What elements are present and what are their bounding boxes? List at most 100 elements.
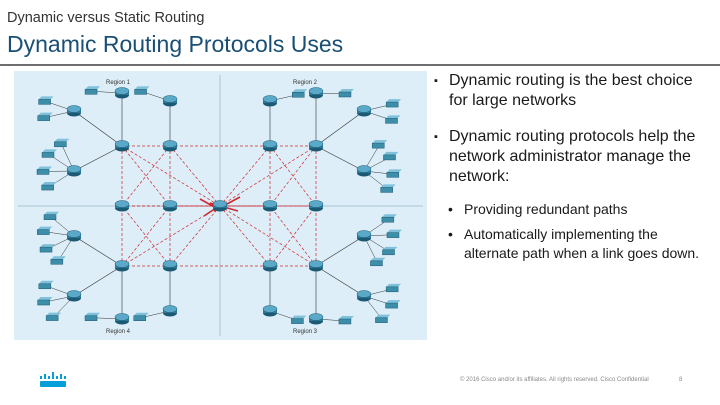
switch-body [36, 169, 50, 175]
switch-top [85, 312, 101, 316]
switch-body [386, 232, 400, 238]
router-icon [162, 260, 178, 272]
router-icon [356, 290, 372, 302]
switch-icon [84, 86, 101, 95]
switch-body [84, 89, 98, 95]
switch-body [134, 89, 147, 95]
switch-icon [386, 169, 402, 178]
switch-top [38, 280, 54, 284]
switch-body [291, 92, 305, 98]
switch-top [380, 184, 396, 188]
switch-body [84, 315, 98, 321]
switch-icon [291, 89, 308, 98]
switch-icon [371, 140, 388, 149]
router-top [162, 140, 178, 148]
switch-icon [383, 151, 399, 161]
network-link [219, 205, 271, 267]
switch-top [338, 315, 354, 319]
router-top [162, 95, 178, 103]
switch-body [382, 249, 395, 256]
switch-body [38, 283, 52, 290]
switch-body [54, 141, 67, 148]
bullet-text: Dynamic routing is the best choice for l… [449, 72, 693, 109]
switch-top [44, 211, 60, 215]
switch-top [292, 89, 308, 93]
router-icon [356, 230, 372, 242]
router-icon [262, 305, 278, 317]
switch-top [370, 257, 386, 261]
slide-title: Dynamic Routing Protocols Uses [7, 31, 344, 57]
network-link [169, 145, 221, 207]
switch-icon [37, 112, 53, 121]
network-link [73, 265, 123, 297]
switch-icon [84, 312, 101, 321]
router-top [308, 313, 324, 321]
switch-top [381, 214, 397, 218]
router-icon [66, 165, 82, 177]
switch-body [37, 229, 50, 235]
switch-top [386, 99, 402, 103]
region-4-label: Region 4 [106, 329, 131, 335]
region-2-label: Region 2 [293, 80, 318, 86]
switch-body [385, 118, 398, 124]
router-top [162, 260, 178, 268]
switch-icon [380, 184, 396, 193]
router-top [66, 105, 82, 113]
router-icon [162, 305, 178, 317]
switch-icon [385, 300, 401, 309]
router-icon [308, 87, 324, 99]
router-top [66, 290, 82, 298]
switch-top [50, 256, 66, 260]
router-top [66, 165, 82, 173]
switch-icon [338, 315, 354, 325]
switch-icon [386, 229, 402, 238]
switch-top [41, 149, 57, 153]
bullet-item: ▪ Dynamic routing is the best choice for… [434, 71, 714, 111]
router-icon [66, 290, 82, 302]
router-icon [262, 260, 278, 272]
router-top [162, 200, 178, 208]
switch-icon [375, 314, 391, 323]
switch-body [385, 302, 398, 309]
sub-bullet-item: • Providing redundant paths [448, 200, 627, 219]
network-link [169, 205, 221, 267]
network-link [121, 145, 171, 207]
router-icon [262, 200, 278, 212]
network-link [219, 145, 317, 207]
switch-top [375, 314, 391, 318]
network-link [269, 145, 317, 207]
region-1-label: Region 1 [106, 80, 131, 86]
router-top [66, 230, 82, 238]
router-top [262, 305, 278, 313]
switch-top [85, 86, 101, 90]
router-icon [308, 260, 324, 272]
switch-icon [291, 315, 307, 324]
sub-bullet-item: • Automatically implementing the alterna… [448, 225, 714, 262]
switch-icon [39, 244, 56, 253]
router-icon [356, 165, 372, 177]
router-icon [162, 200, 178, 212]
router-icon [308, 140, 324, 152]
switch-icon [381, 214, 397, 223]
router-icon [66, 105, 82, 117]
network-link [121, 145, 221, 207]
router-top [308, 87, 324, 95]
router-top [114, 260, 130, 268]
router-icon [114, 87, 130, 99]
switch-body [375, 317, 388, 323]
router-top [262, 95, 278, 103]
switch-icon [38, 96, 54, 105]
square-bullet-icon: ▪ [434, 75, 438, 87]
copyright-text: © 2016 Cisco and/or its affiliates. All … [460, 377, 649, 383]
network-link [269, 205, 317, 267]
network-topology-diagram: Region 1 Region 2 Region 3 Region 4 [14, 71, 427, 340]
switch-icon [54, 138, 70, 148]
switch-icon [41, 182, 57, 191]
switch-body [386, 172, 400, 178]
switch-icon [41, 149, 57, 158]
switch-top [386, 283, 402, 287]
switch-icon [370, 257, 386, 267]
router-icon [114, 313, 130, 325]
switch-icon [37, 297, 53, 306]
switch-top [372, 140, 388, 144]
